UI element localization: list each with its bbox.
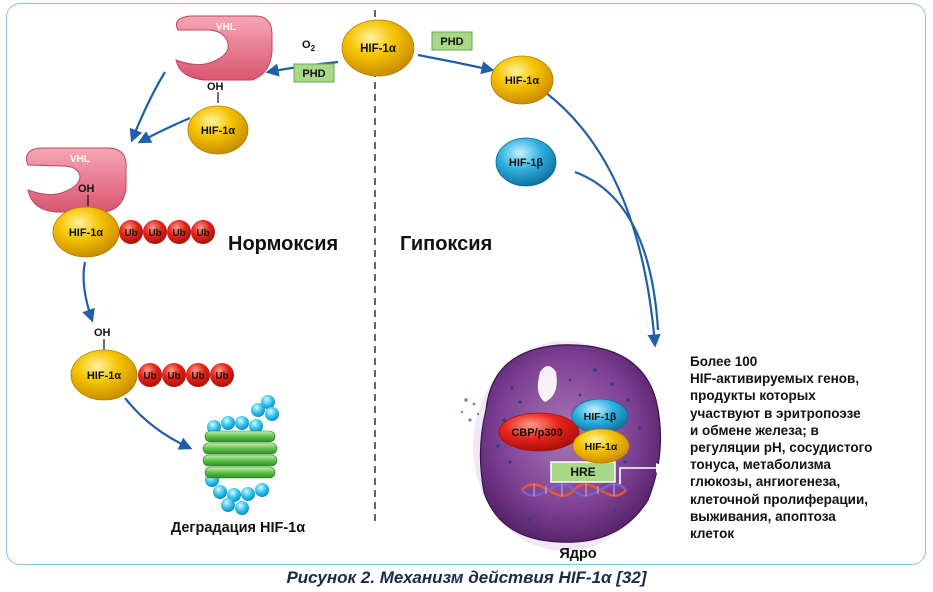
cbp-label: CBP/p300 bbox=[511, 427, 562, 439]
svg-text:Ub: Ub bbox=[124, 228, 137, 239]
phd-label-normoxia: PHD bbox=[302, 68, 325, 80]
ub-chain-2: Ub Ub Ub Ub bbox=[138, 363, 234, 387]
cbp-p300 bbox=[498, 412, 580, 452]
arrow-vhl-down bbox=[129, 71, 166, 143]
gene-line: тонуса, метаболизма bbox=[690, 457, 831, 473]
arrow-hif1b-to-nucleus bbox=[574, 170, 660, 331]
oh-label-3: OH bbox=[94, 327, 111, 339]
gene-line: HIF-активируемых генов, bbox=[690, 371, 860, 387]
hypoxia-label: Гипоксия bbox=[400, 233, 492, 255]
hif1a-nucleus bbox=[572, 428, 630, 464]
hre-arrow bbox=[619, 467, 660, 484]
phd-box-normoxia bbox=[293, 63, 335, 83]
gene-line: Более 100 bbox=[690, 354, 758, 369]
degradation-label: Деградация HIF-1α bbox=[171, 520, 305, 536]
gene-line: участвуют в эритропоэзе bbox=[690, 405, 861, 421]
hif1b bbox=[495, 137, 557, 187]
hif1a-ub bbox=[70, 349, 138, 401]
gene-line: регуляции pH, сосудистого bbox=[690, 440, 873, 456]
proteasome bbox=[202, 395, 279, 515]
hif1b-label: HIF-1β bbox=[509, 157, 544, 169]
vhl-label-2: VHL bbox=[70, 154, 90, 165]
hif1a-center bbox=[341, 19, 415, 77]
oh-label-1: OH bbox=[207, 81, 224, 93]
oh-label-2: OH bbox=[78, 183, 95, 195]
hif1a-label-oh: HIF-1α bbox=[201, 125, 236, 137]
gene-line: выживания, апоптоза bbox=[690, 508, 836, 524]
mechanism-diagram: VHL O2 PHD OH HIF-1α VHL OH HIF-1α Ub Ub… bbox=[26, 10, 662, 562]
normoxia-label: Нормоксия bbox=[228, 233, 338, 255]
phd-label-hypoxia: PHD bbox=[440, 36, 463, 48]
hif1b-label-nucleus: HIF-1β bbox=[584, 411, 617, 423]
nucleus-label: Ядро bbox=[559, 546, 596, 562]
arrow-hif1a-to-nucleus bbox=[544, 91, 661, 348]
hif1a-label-hypoxia: HIF-1α bbox=[505, 75, 540, 87]
svg-text:Ub: Ub bbox=[172, 228, 185, 239]
gene-line: и обмене железа; в bbox=[690, 422, 819, 438]
svg-text:Ub: Ub bbox=[196, 228, 209, 239]
arrow-to-proteasome bbox=[124, 397, 193, 450]
svg-text:Ub: Ub bbox=[191, 371, 204, 382]
vhl-complex: VHL bbox=[26, 147, 127, 213]
figure-caption: Рисунок 2. Механизм действия HIF-1α [32] bbox=[286, 568, 647, 587]
gene-line: продукты которых bbox=[690, 388, 816, 404]
hre-box bbox=[550, 461, 616, 483]
hif1a-label-center: HIF-1α bbox=[360, 43, 396, 55]
gene-line: клеток bbox=[690, 526, 735, 542]
svg-text:Ub: Ub bbox=[215, 371, 228, 382]
o2-label: O2 bbox=[302, 39, 316, 53]
svg-text:Ub: Ub bbox=[148, 228, 161, 239]
arrows bbox=[82, 53, 661, 450]
hif1a-oh bbox=[187, 105, 249, 155]
hre-label: HRE bbox=[570, 465, 595, 479]
phd-box-hypoxia bbox=[431, 31, 473, 51]
vhl-label: VHL bbox=[216, 22, 236, 33]
ub-chain-1: Ub Ub Ub Ub bbox=[119, 220, 215, 244]
arrow-to-ub-chain bbox=[82, 261, 95, 323]
hif1a-label-complex: HIF-1α bbox=[69, 227, 104, 239]
hif1a-label-nucleus: HIF-1α bbox=[585, 441, 618, 453]
svg-text:Ub: Ub bbox=[167, 371, 180, 382]
figure-frame bbox=[6, 3, 926, 565]
hif1a-hypoxia bbox=[490, 55, 554, 105]
gene-description: Более 100 HIF-активируемых генов, продук… bbox=[690, 353, 925, 542]
hif1a-label-ub: HIF-1α bbox=[87, 370, 122, 382]
arrow-hif-to-complex bbox=[137, 116, 191, 144]
arrow-hypoxia-hif bbox=[417, 53, 495, 75]
dna-helix bbox=[521, 483, 627, 497]
gene-line: глюкозы, ангиогенеза, bbox=[690, 474, 841, 490]
svg-text:Ub: Ub bbox=[143, 371, 156, 382]
gene-line: клеточной пролиферации, bbox=[690, 491, 869, 507]
vhl-top: VHL bbox=[175, 15, 273, 81]
